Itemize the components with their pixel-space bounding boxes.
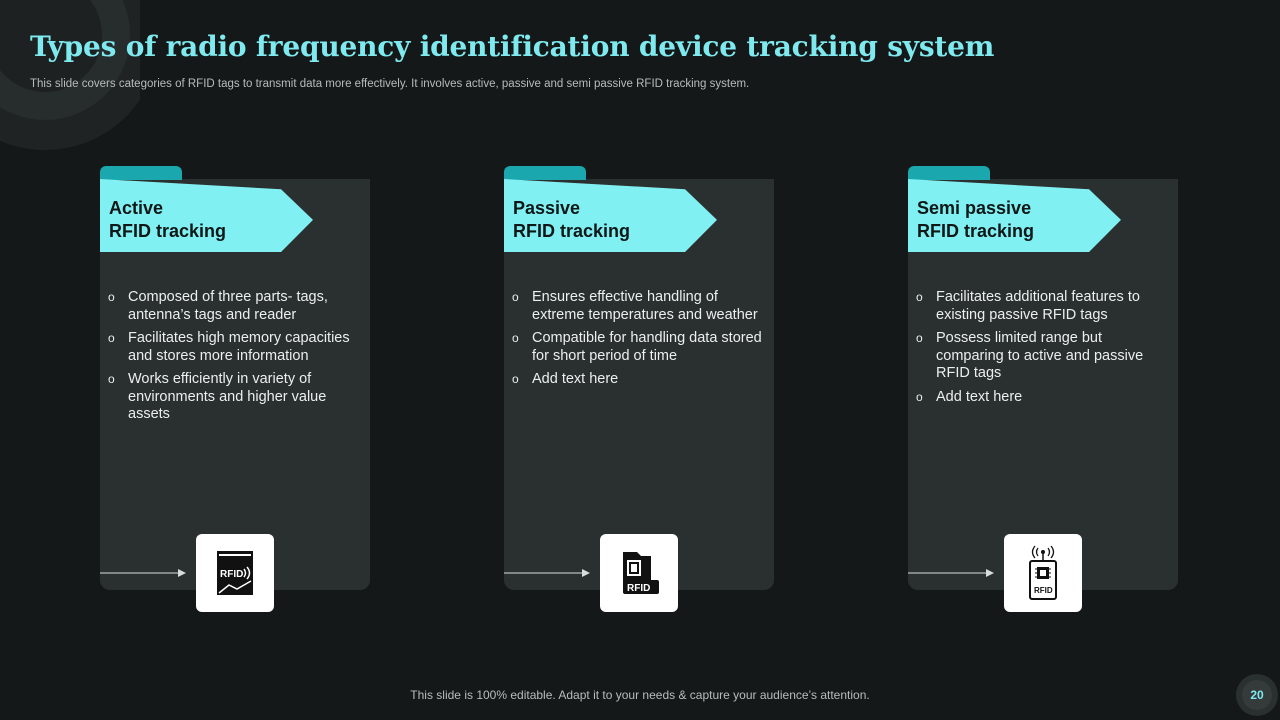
bullet-circle-icon: o <box>512 290 519 304</box>
card-bullet-list: o Facilitates additional features to exis… <box>916 289 1166 412</box>
list-item-text: Possess limited range but comparing to a… <box>936 330 1144 381</box>
list-item-text: Compatible for handling data stored for … <box>532 330 762 364</box>
arrow-right-icon <box>504 569 590 577</box>
icon-box: RFID <box>1004 534 1082 612</box>
card-banner <box>908 179 1121 252</box>
card-title-line1: Active <box>109 198 164 218</box>
list-item: o Facilitates additional features to exis… <box>916 289 1166 324</box>
card-bullet-list: o Ensures effective handling of extreme t… <box>512 289 762 395</box>
card-passive-rfid: Passive RFID tracking o Ensures effective… <box>504 166 774 612</box>
list-item-text: Facilitates additional features to exist… <box>936 289 1140 323</box>
bullet-circle-icon: o <box>108 331 115 345</box>
bullet-circle-icon: o <box>916 290 923 304</box>
rfid-card-icon: RFID <box>217 551 253 595</box>
card-semi-passive-rfid: Semi passive RFID tracking o Facilitates … <box>908 166 1178 612</box>
card-tab <box>908 166 990 180</box>
card-tab <box>100 166 182 180</box>
rfid-chip-icon: RFID <box>623 552 659 594</box>
card-title-line2: RFID tracking <box>109 221 227 241</box>
list-item: o Composed of three parts- tags, antenna’… <box>108 289 358 324</box>
list-item: o Facilitates high memory capacities and … <box>108 330 358 365</box>
card-title: Passive RFID tracking <box>513 197 703 243</box>
rfid-transmitter-icon: RFID <box>1029 545 1057 600</box>
card-title-line2: RFID tracking <box>513 221 631 241</box>
page-number: 20 <box>1242 680 1272 710</box>
bullet-circle-icon: o <box>916 331 923 345</box>
card-title-line2: RFID tracking <box>917 221 1035 241</box>
card-title: Semi passive RFID tracking <box>917 197 1107 243</box>
icon-label: RFID <box>1034 586 1053 595</box>
list-item-text: Add text here <box>936 388 1023 405</box>
bullet-circle-icon: o <box>108 290 115 304</box>
bullet-circle-icon: o <box>512 331 519 345</box>
card-bullet-list: o Composed of three parts- tags, antenna’… <box>108 289 358 430</box>
bullet-circle-icon: o <box>512 372 519 386</box>
icon-box: RFID <box>196 534 274 612</box>
card-tab <box>504 166 586 180</box>
card-active-rfid: Active RFID tracking o Composed of three … <box>100 166 370 612</box>
list-item: o Add text here <box>512 371 762 389</box>
card-banner <box>100 179 313 252</box>
list-item-text: Works efficiently in variety of environm… <box>128 371 327 422</box>
arrow-right-icon <box>100 569 186 577</box>
bullet-circle-icon: o <box>108 372 115 386</box>
icon-label: RFID <box>220 569 243 580</box>
list-item: o Ensures effective handling of extreme t… <box>512 289 762 324</box>
list-item: o Add text here <box>916 389 1166 407</box>
bullet-circle-icon: o <box>916 389 923 404</box>
card-title-line1: Semi passive <box>917 198 1032 218</box>
page-subtitle: This slide covers categories of RFID tag… <box>30 78 750 90</box>
card-title: Active RFID tracking <box>109 197 299 243</box>
list-item-text: Facilitates high memory capacities and s… <box>128 330 350 364</box>
list-item: o Possess limited range but comparing to … <box>916 330 1166 383</box>
list-item-text: Composed of three parts- tags, antenna’s… <box>128 289 328 323</box>
card-title-line1: Passive <box>513 198 581 218</box>
footer-note: This slide is 100% editable. Adapt it to… <box>410 688 870 702</box>
page-number-badge: 20 <box>1236 674 1278 716</box>
list-item-text: Ensures effective handling of extreme te… <box>532 289 758 323</box>
decorative-circles <box>0 0 140 160</box>
card-banner <box>504 179 717 252</box>
list-item-text: Add text here <box>532 371 619 387</box>
list-item: o Compatible for handling data stored for… <box>512 330 762 365</box>
page-title: Types of radio frequency identification … <box>30 30 995 63</box>
list-item: o Works efficiently in variety of environ… <box>108 371 358 424</box>
arrow-right-icon <box>908 569 994 577</box>
icon-box: RFID <box>600 534 678 612</box>
icon-label: RFID <box>627 583 650 594</box>
